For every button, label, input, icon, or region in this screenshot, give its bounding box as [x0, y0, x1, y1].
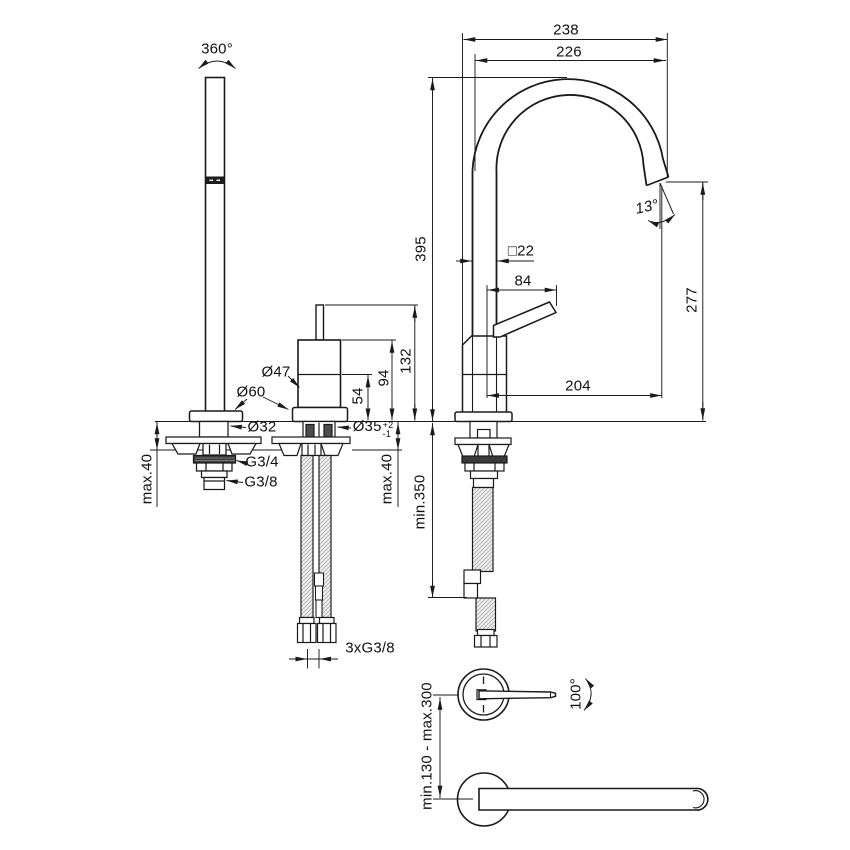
- dim-132-label: 132: [397, 348, 415, 374]
- hose-top-fitting: [472, 477, 495, 489]
- dia-32-label: Ø32: [247, 418, 277, 436]
- thread-g34-label: G3/4: [245, 453, 279, 471]
- leader-dia60-right: [262, 396, 289, 410]
- tap-base-plate: [454, 411, 513, 423]
- mixer-body: [297, 339, 342, 409]
- spout-arm-top-view: [478, 787, 709, 811]
- mounting-wing-left: [170, 442, 201, 455]
- spout-outlet-cut: [646, 176, 669, 187]
- lever-range-label: min.130 - max.300: [418, 682, 436, 810]
- dim-395-label: 395: [412, 236, 430, 262]
- deck-max40-right-label: max.40: [378, 453, 396, 505]
- middle-pipe: [315, 599, 323, 619]
- lever-handle-side: [492, 301, 558, 338]
- mixer-pin-handle: [315, 304, 325, 341]
- spout-mounting-stack: [165, 420, 262, 491]
- leader-dia35: [337, 425, 352, 431]
- dia-47-label: Ø47: [261, 363, 291, 381]
- spout-base-plate: [188, 410, 244, 423]
- dimension-lines: [154, 33, 708, 800]
- supply-hose-right: [463, 486, 498, 648]
- dia-35-value: Ø35: [352, 418, 382, 435]
- faucet-side-view: [454, 78, 670, 648]
- leader-g34: [236, 460, 249, 466]
- deck-max40-left-label: max.40: [138, 453, 156, 505]
- spout-tube: [204, 76, 226, 413]
- dia-35-label: Ø35+2-1: [353, 418, 394, 438]
- supply-hoses-left: [296, 454, 337, 644]
- leader-g38: [226, 479, 244, 485]
- aerator-band: [205, 176, 225, 184]
- tap-mounting-stack: [454, 420, 512, 489]
- mixer-wing-left: [278, 442, 302, 457]
- hose-min350-label: min.350: [411, 474, 429, 530]
- hose-end-nut: [473, 634, 498, 648]
- mounting-nut: [195, 462, 233, 472]
- gooseneck-inner: [495, 94, 648, 412]
- tap-mounting-washer: [454, 437, 512, 446]
- leader-dia47: [287, 375, 300, 388]
- spout-shank: [198, 420, 229, 438]
- dia-35-tolerance: +2-1: [382, 420, 394, 439]
- dim-238-label: 238: [553, 21, 579, 39]
- mixer-mounting-washer: [271, 436, 351, 445]
- tap-seal-ring: [461, 455, 508, 464]
- dim-sq22-label: □22: [507, 242, 535, 260]
- supply-hose-1: [300, 454, 314, 619]
- middle-pipe-fitting: [313, 572, 325, 587]
- thread-g34-section: [192, 454, 237, 464]
- dim-226-label: 226: [556, 43, 582, 61]
- lever-top-view: [478, 690, 557, 700]
- handle-swing-label: 100°: [567, 678, 585, 710]
- hose-elbow-fitting: [463, 569, 482, 585]
- dim-204-label: 204: [565, 377, 591, 395]
- hose-connections-label: 3xG3/8: [345, 639, 395, 657]
- thread-g38-label: G3/8: [244, 473, 278, 491]
- mounting-wing-right: [227, 442, 258, 455]
- hose-nut-2: [316, 616, 337, 644]
- handle-top-view: [457, 668, 557, 721]
- dim-54-label: 54: [349, 387, 367, 405]
- spout-mounting-washer: [165, 436, 262, 445]
- leader-dia60-left: [234, 398, 248, 410]
- tap-mounting-nut: [464, 462, 505, 472]
- spout-front-view: [165, 76, 262, 491]
- swivel-angle-label: 360°: [201, 40, 233, 58]
- mixer-wing-right: [320, 442, 344, 457]
- gooseneck-outer: [471, 78, 670, 412]
- mixer-base-flange: [291, 406, 349, 423]
- dim-277-label: 277: [683, 287, 701, 313]
- tap-wing-left: [457, 443, 479, 458]
- dim-94-label: 94: [375, 369, 393, 387]
- dim-84-label: 84: [514, 272, 532, 290]
- dia-60-label: Ø60: [236, 383, 266, 401]
- mixer-mounting-stack: [271, 420, 351, 457]
- mixer-front-view: [271, 304, 351, 457]
- hose-nut-1: [296, 616, 317, 644]
- spout-top-view: [456, 772, 709, 827]
- leader-dia32: [230, 424, 247, 430]
- thread-g38-nipple: [203, 476, 226, 491]
- tap-wing-right: [488, 443, 510, 458]
